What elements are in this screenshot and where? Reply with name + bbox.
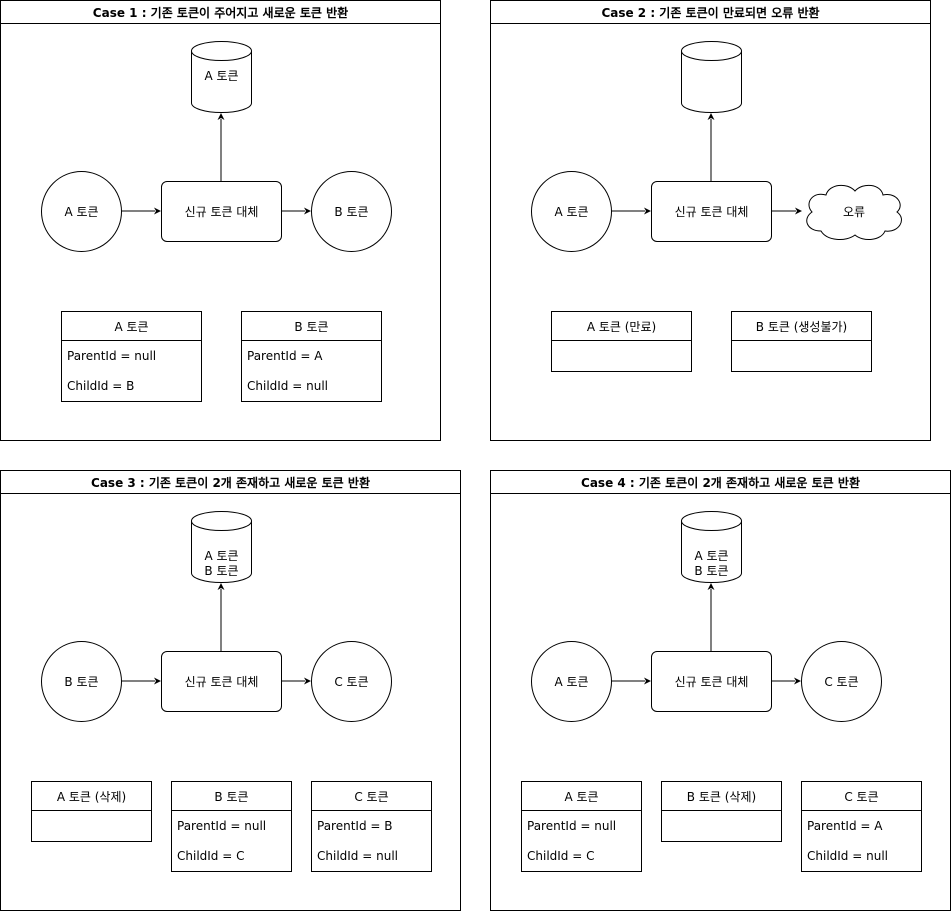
case-1-title: Case 1 : 기존 토큰이 주어지고 새로운 토큰 반환	[1, 1, 440, 24]
table-row	[662, 811, 781, 841]
db-line-1: A 토큰	[204, 549, 239, 563]
replace-token-process: 신규 토큰 대체	[161, 181, 282, 242]
table-row: ChildId = null	[317, 849, 398, 863]
replace-token-process: 신규 토큰 대체	[651, 181, 772, 242]
case-4-title: Case 4 : 기존 토큰이 2개 존재하고 새로운 토큰 반환	[491, 471, 950, 494]
output-token-node: C 토큰	[311, 641, 392, 722]
case-2-title: Case 2 : 기존 토큰이 만료되면 오류 반환	[491, 1, 930, 24]
token-db-cylinder	[681, 41, 742, 113]
table-header: A 토큰	[522, 782, 641, 811]
replace-token-process: 신규 토큰 대체	[651, 651, 772, 712]
db-line-1: A 토큰	[694, 549, 729, 563]
token-db-cylinder: A 토큰	[191, 41, 252, 113]
case-1-panel: Case 1 : 기존 토큰이 주어지고 새로운 토큰 반환 A 토큰 A 토큰…	[0, 0, 441, 441]
table-header: C 토큰	[802, 782, 921, 811]
table-row: ParentId = A	[807, 819, 883, 833]
table-row: ChildId = C	[527, 849, 595, 863]
token-db-cylinder: A 토큰 B 토큰	[191, 511, 252, 583]
token-table-a-expired: A 토큰 (만료)	[551, 311, 692, 372]
cylinder-icon	[681, 41, 742, 113]
table-header: B 토큰	[242, 312, 381, 341]
replace-token-process: 신규 토큰 대체	[161, 651, 282, 712]
input-token-node: A 토큰	[531, 641, 612, 722]
table-row: ChildId = B	[67, 379, 135, 393]
db-label: A 토큰 B 토큰	[191, 549, 252, 579]
table-header: A 토큰 (만료)	[552, 312, 691, 341]
case-4-panel: Case 4 : 기존 토큰이 2개 존재하고 새로운 토큰 반환 A 토큰 B…	[490, 470, 951, 911]
token-table-a: A 토큰 ParentId = null ChildId = C	[521, 781, 642, 872]
table-row	[552, 341, 691, 371]
case-1-edges	[121, 113, 311, 215]
arrowhead	[644, 677, 651, 685]
db-line-2: B 토큰	[694, 564, 729, 578]
arrowhead	[644, 207, 651, 215]
table-header: A 토큰 (삭제)	[32, 782, 151, 811]
table-row: ParentId = null	[177, 819, 267, 833]
table-row: ChildId = null	[247, 379, 328, 393]
table-row: ParentId = null	[67, 349, 157, 363]
output-token-node: C 토큰	[801, 641, 882, 722]
input-token-node: B 토큰	[41, 641, 122, 722]
db-line-1: A 토큰	[204, 69, 239, 83]
output-token-node: B 토큰	[311, 171, 392, 252]
error-label: 오류	[842, 204, 866, 219]
table-row	[732, 341, 871, 371]
token-table-b-not-created: B 토큰 (생성불가)	[731, 311, 872, 372]
arrowhead	[154, 677, 161, 685]
case-3-title: Case 3 : 기존 토큰이 2개 존재하고 새로운 토큰 반환	[1, 471, 460, 494]
token-table-a-deleted: A 토큰 (삭제)	[31, 781, 152, 842]
table-header: B 토큰	[172, 782, 291, 811]
case-2-edges	[611, 113, 802, 215]
token-table-a: A 토큰 ParentId = null ChildId = B	[61, 311, 202, 402]
error-cloud: 오류	[799, 179, 909, 243]
table-row: ChildId = C	[177, 849, 245, 863]
token-db-cylinder: A 토큰 B 토큰	[681, 511, 742, 583]
db-label: A 토큰 B 토큰	[681, 549, 742, 579]
cylinder-icon	[191, 511, 252, 583]
table-row: ChildId = null	[807, 849, 888, 863]
arrowhead	[707, 583, 715, 590]
arrowhead	[304, 677, 311, 685]
db-label: A 토큰	[191, 69, 252, 84]
table-row: ParentId = A	[247, 349, 323, 363]
case-4-edges	[611, 583, 801, 685]
arrowhead	[154, 207, 161, 215]
cylinder-icon	[681, 511, 742, 583]
token-table-b: B 토큰 ParentId = null ChildId = C	[171, 781, 292, 872]
token-table-b: B 토큰 ParentId = A ChildId = null	[241, 311, 382, 402]
token-table-c: C 토큰 ParentId = B ChildId = null	[311, 781, 432, 872]
case-3-edges	[121, 583, 311, 685]
table-header: C 토큰	[312, 782, 431, 811]
arrowhead	[707, 113, 715, 120]
token-table-c: C 토큰 ParentId = A ChildId = null	[801, 781, 922, 872]
arrowhead	[795, 207, 802, 215]
table-row: ParentId = null	[527, 819, 617, 833]
case-2-panel: Case 2 : 기존 토큰이 만료되면 오류 반환 A 토큰 신규 토큰 대체…	[490, 0, 931, 441]
arrowhead	[217, 113, 225, 120]
arrowhead	[217, 583, 225, 590]
input-token-node: A 토큰	[41, 171, 122, 252]
table-header: B 토큰 (삭제)	[662, 782, 781, 811]
input-token-node: A 토큰	[531, 171, 612, 252]
table-header: B 토큰 (생성불가)	[732, 312, 871, 341]
arrowhead	[794, 677, 801, 685]
table-header: A 토큰	[62, 312, 201, 341]
arrowhead	[304, 207, 311, 215]
token-table-b-deleted: B 토큰 (삭제)	[661, 781, 782, 842]
db-line-2: B 토큰	[204, 564, 239, 578]
cylinder-icon	[191, 41, 252, 113]
table-row	[32, 811, 151, 841]
cloud-icon	[806, 184, 902, 240]
table-row: ParentId = B	[317, 819, 393, 833]
case-3-panel: Case 3 : 기존 토큰이 2개 존재하고 새로운 토큰 반환 A 토큰 B…	[0, 470, 461, 911]
